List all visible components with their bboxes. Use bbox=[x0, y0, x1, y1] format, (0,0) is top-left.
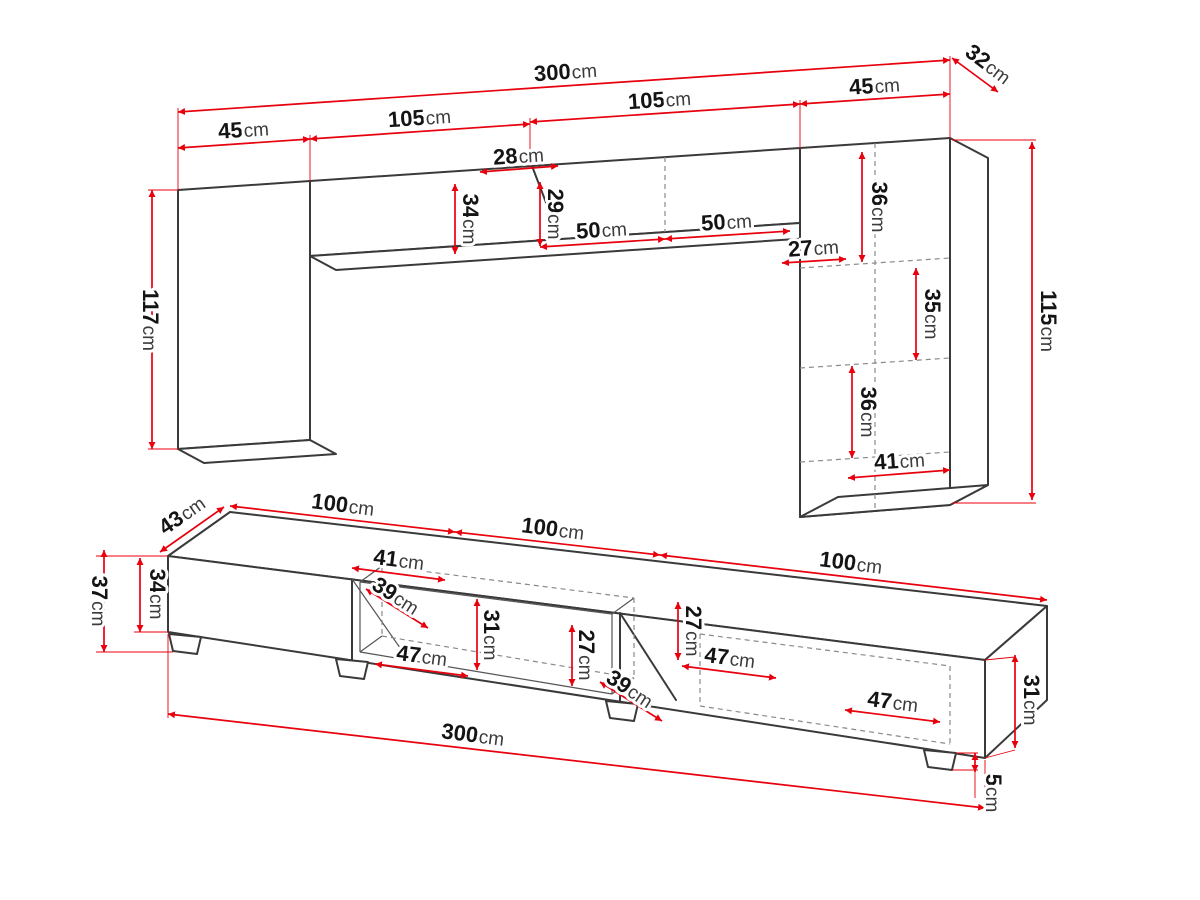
dimension-label-wall-unit-41: 41cm bbox=[873, 446, 925, 474]
dimension-label-tv-stand-31: 31cm bbox=[1019, 675, 1044, 726]
dimension-label-tv-stand-37: 37cm bbox=[87, 576, 112, 627]
dimension-label-wall-unit-50: 50cm bbox=[700, 207, 752, 235]
compartment-edge bbox=[359, 651, 613, 695]
dimension-label-tv-stand-27: 27cm bbox=[681, 606, 706, 657]
dim-line-47-b bbox=[681, 663, 777, 681]
dimension-label-wall-unit-28: 28cm bbox=[492, 141, 544, 169]
dim-line-41b bbox=[351, 565, 446, 583]
dimension-label-wall-unit-117: 117cm bbox=[138, 289, 163, 351]
right-unit-bottom bbox=[799, 484, 989, 518]
dimension-label-wall-unit-36: 36cm bbox=[867, 182, 892, 233]
dimension-label-wall-unit-45: 45cm bbox=[848, 71, 900, 99]
dimension-label-wall-unit-27: 27cm bbox=[787, 233, 839, 261]
dimension-label-wall-unit-34: 34cm bbox=[458, 194, 483, 245]
dim-line-41 bbox=[847, 467, 951, 481]
open-flap-edge bbox=[619, 612, 677, 701]
dimension-label-wall-unit-29: 29cm bbox=[543, 189, 568, 240]
right-unit-side bbox=[949, 137, 989, 506]
dim-line-50-b bbox=[664, 227, 791, 243]
upper-cabinet-step-edge bbox=[531, 165, 561, 240]
dimension-label-tv-stand-47: 47cm bbox=[395, 640, 448, 671]
dimension-label-tv-stand-100: 100cm bbox=[310, 488, 376, 520]
dim-line-100-c bbox=[659, 552, 1048, 603]
dimension-label-wall-unit-50: 50cm bbox=[575, 215, 627, 243]
dim-line-100-b bbox=[454, 529, 661, 558]
dim-line-27 bbox=[781, 255, 847, 267]
foot bbox=[168, 633, 202, 655]
right-unit-shelf-1 bbox=[799, 257, 951, 269]
dim-line-45-right bbox=[799, 90, 951, 108]
dimension-label-wall-unit-35: 35cm bbox=[920, 289, 945, 340]
wall-unit-drawing bbox=[148, 56, 1036, 518]
dimension-label-tv-stand-27: 27cm bbox=[574, 630, 599, 681]
compartment-back-edge bbox=[381, 565, 635, 599]
dim-line-50-a bbox=[539, 235, 666, 251]
dimension-label-tv-stand-41: 41cm bbox=[372, 544, 425, 575]
right-unit-shelf-2 bbox=[799, 357, 951, 369]
foot bbox=[335, 658, 369, 680]
dimension-label-wall-unit-115: 115cm bbox=[1036, 290, 1061, 352]
dimension-label-wall-unit-105: 105cm bbox=[387, 103, 452, 132]
dimension-label-wall-unit-45: 45cm bbox=[217, 115, 269, 143]
dimension-label-wall-unit-36: 36cm bbox=[856, 387, 881, 438]
dim-line-32 bbox=[951, 57, 999, 93]
compartment-depth-edge bbox=[359, 635, 383, 653]
dim-line-47-a bbox=[374, 661, 469, 679]
dim-line-28 bbox=[479, 163, 559, 175]
tv-stand-drawing bbox=[96, 503, 1048, 812]
extension-line bbox=[984, 749, 1016, 759]
compartment-depth-edge bbox=[611, 597, 635, 615]
left-cabinet-bottom bbox=[177, 439, 337, 464]
dim-line-45-left bbox=[177, 135, 311, 152]
dim-line-43 bbox=[159, 506, 225, 553]
dim-line-105-right bbox=[529, 100, 801, 126]
dim-line-300b bbox=[167, 711, 986, 811]
foot bbox=[923, 749, 957, 771]
dimension-label-wall-unit-300: 300cm bbox=[533, 57, 598, 86]
right-interior-edge bbox=[699, 633, 951, 667]
left-cabinet-front bbox=[177, 180, 311, 450]
extension-line bbox=[984, 656, 1016, 661]
dimension-label-tv-stand-34: 34cm bbox=[145, 569, 170, 620]
dimension-label-wall-unit-105: 105cm bbox=[627, 85, 692, 114]
dim-line-100-a bbox=[229, 503, 456, 535]
dim-line-39-a bbox=[365, 588, 429, 629]
dimension-label-tv-stand-31: 31cm bbox=[479, 610, 504, 661]
compartment-edge bbox=[359, 581, 613, 615]
dim-line-300 bbox=[177, 56, 951, 116]
dimension-labels-layer: 300cm 45cm 105cm 105cm 45cm 32cm 28cm 34cm 29cm 5… bbox=[84, 36, 1064, 816]
right-unit-shelf-3 bbox=[799, 451, 951, 463]
compartment-back-edge bbox=[381, 635, 635, 679]
dimension-label-tv-stand-5: 5cm bbox=[981, 774, 1006, 813]
dimension-label-wall-unit-32: 32cm bbox=[961, 39, 1017, 90]
dim-line-105-left bbox=[309, 120, 531, 143]
